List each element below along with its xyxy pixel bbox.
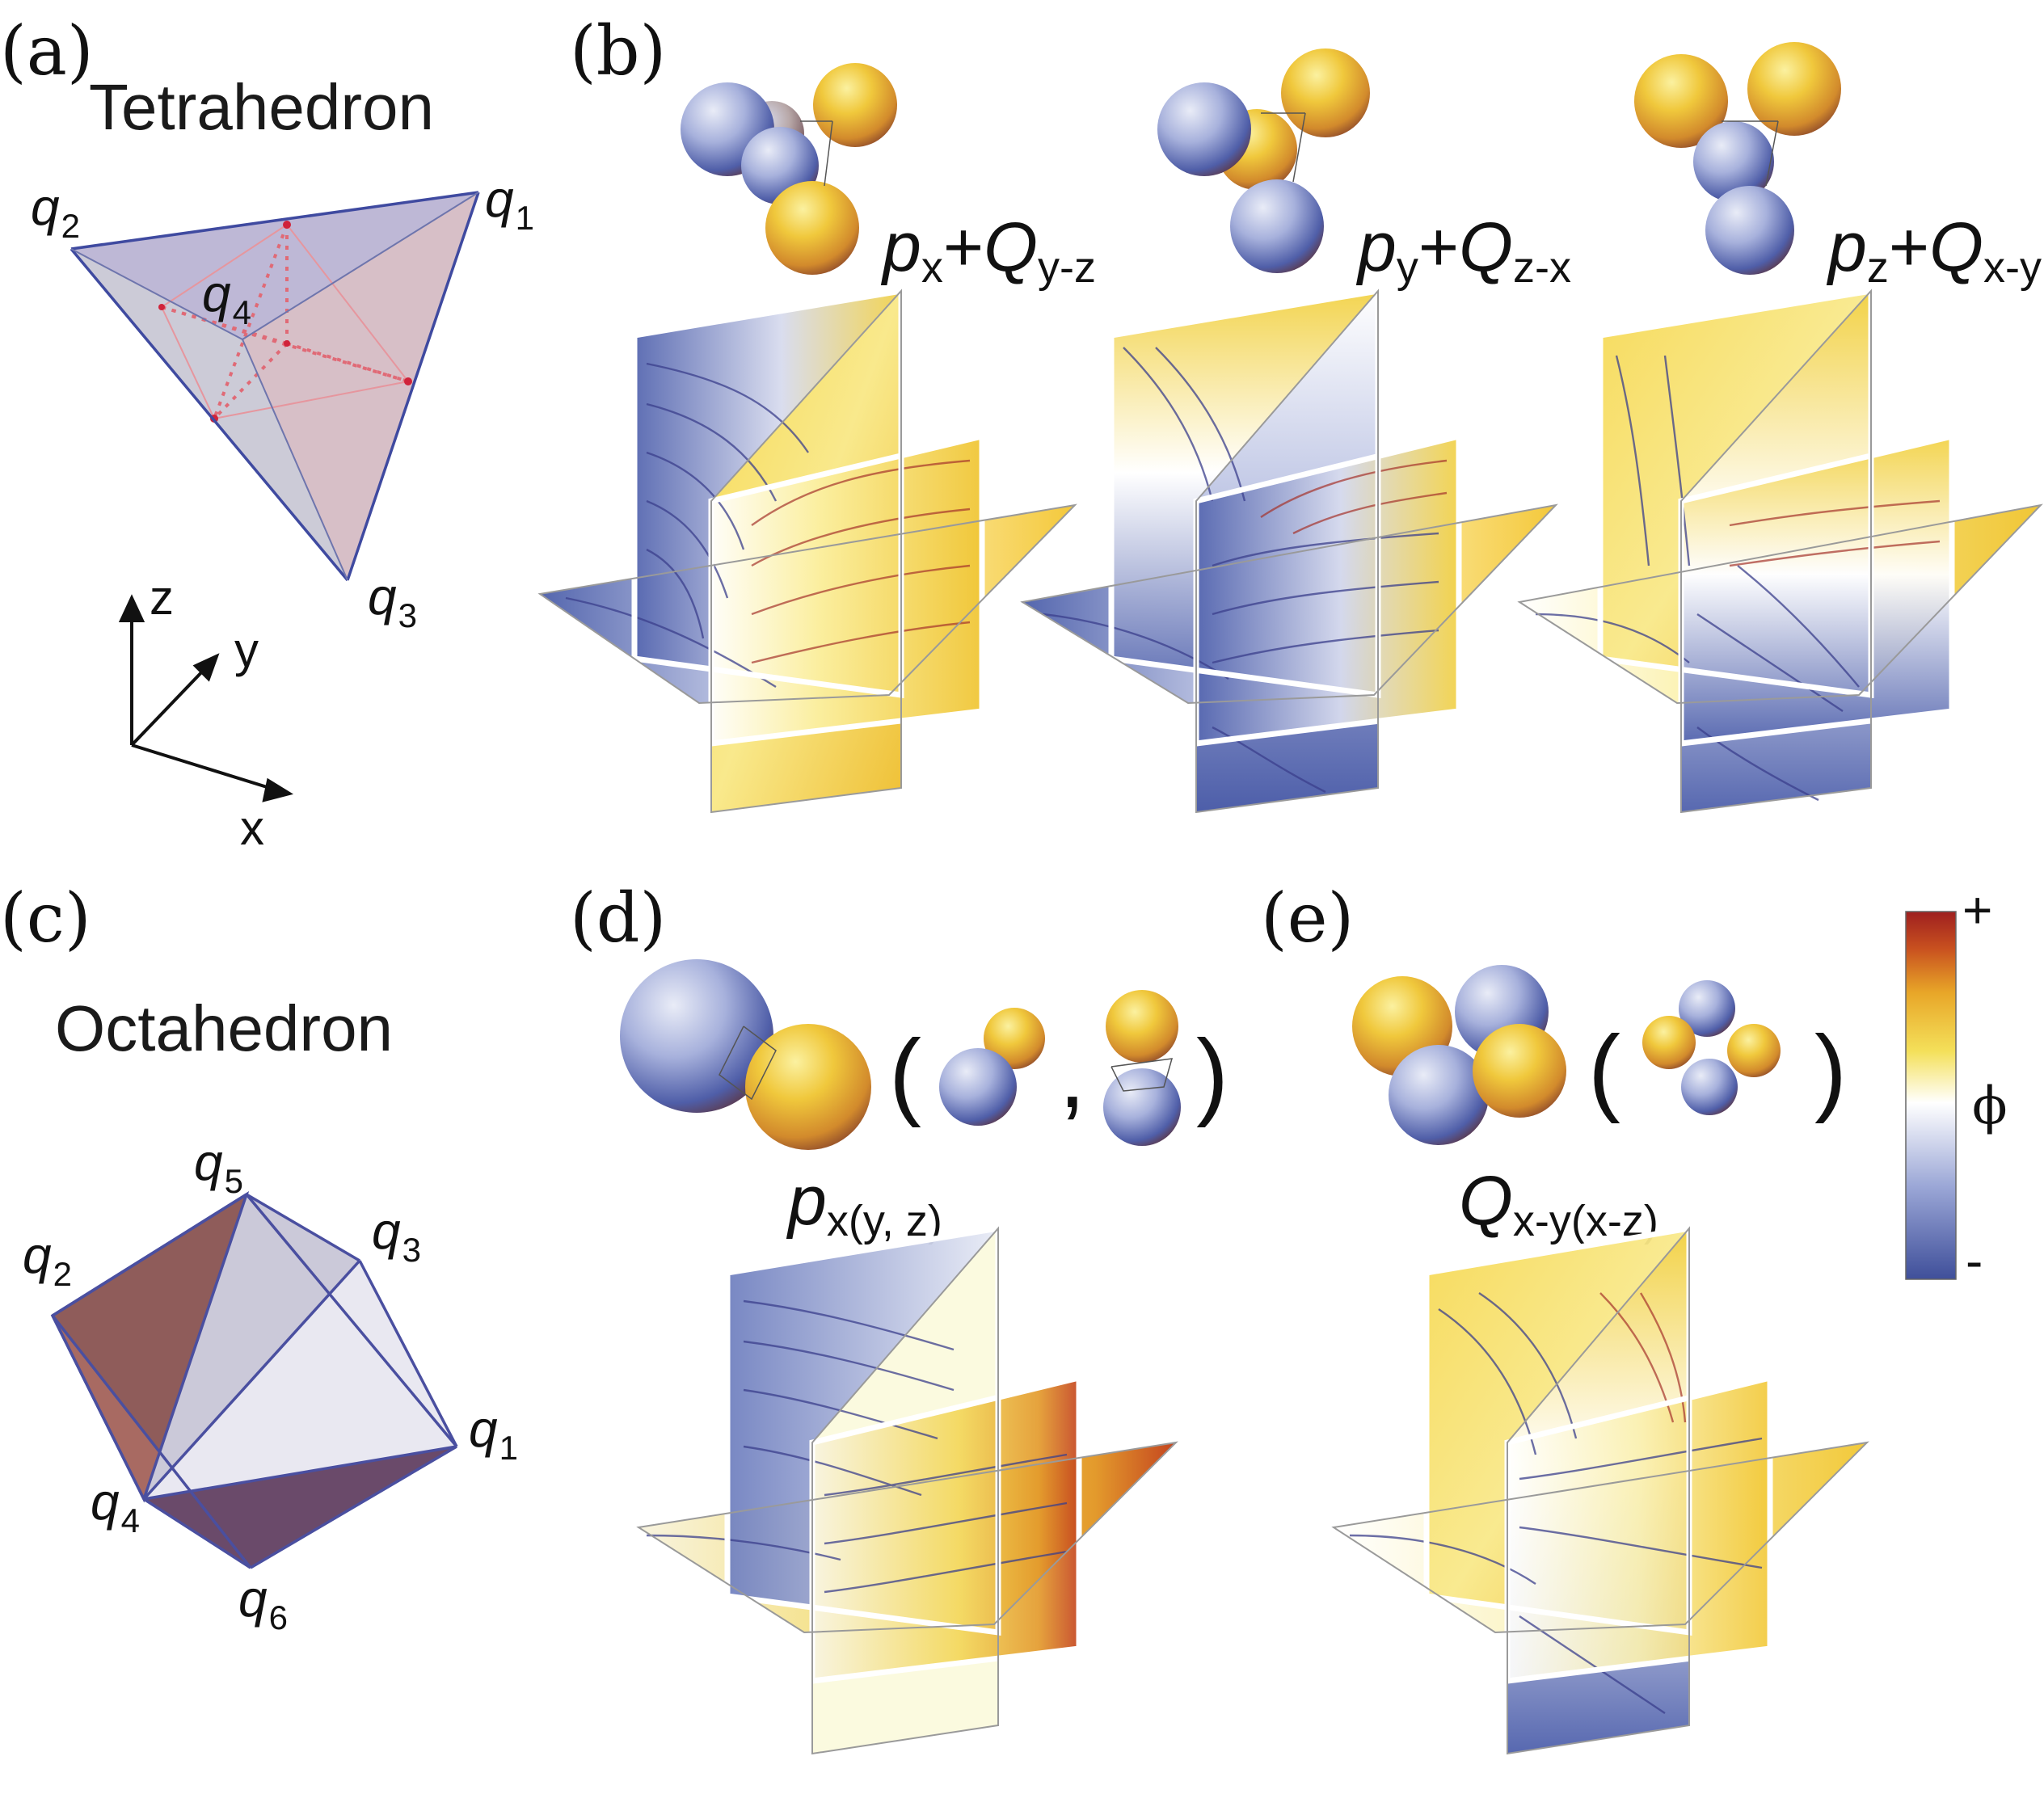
- tetrahedron-diagram: [70, 191, 480, 582]
- vertex-label-oct-q3: q3: [372, 1202, 421, 1269]
- field-planes-3: [1517, 287, 2043, 814]
- octahedron-diagram: [50, 1190, 458, 1569]
- vertex-label-q2: q2: [31, 178, 80, 245]
- orbital-cluster-qxz: [1642, 980, 1781, 1115]
- paren-open-d: (: [889, 1020, 921, 1128]
- axis-label-x: x: [240, 801, 264, 855]
- panel-title-tetrahedron: Tetrahedron: [89, 71, 434, 143]
- panel-c: (c) Octahedron q1 q2: [0, 878, 518, 1636]
- orbital-cluster-px: [620, 959, 871, 1150]
- orbital-cluster-px-qyz: [681, 63, 897, 275]
- svg-text:q4: q4: [202, 264, 251, 331]
- vertex-label-q3: q3: [368, 567, 417, 634]
- panel-label-b: (b): [570, 11, 666, 91]
- paren-close-e: ): [1814, 1016, 1847, 1124]
- panel-label-e: (e): [1261, 878, 1354, 958]
- panel-label-a: (a): [0, 11, 94, 91]
- svg-text:q3: q3: [368, 567, 417, 634]
- field-planes-2: [1020, 287, 1558, 814]
- colorbar-phi-label: ϕ: [1972, 1076, 2008, 1136]
- field-planes-q: [1331, 1224, 1869, 1755]
- formula-px-yz: px(y, z): [786, 1162, 942, 1245]
- colorbar-min-label: -: [1966, 1232, 1983, 1290]
- panel-a: (a) Tetrahedron: [0, 11, 534, 855]
- formula-pz-qxy: pz+Qx-y: [1826, 208, 2042, 292]
- vertex-label-q4: q4: [202, 264, 251, 331]
- formula-px-qyz: px+Qy-z: [880, 208, 1096, 292]
- vertex-label-oct-q1: q1: [469, 1400, 518, 1467]
- orbital-cluster-py: [939, 1008, 1045, 1126]
- field-planes-1: [537, 287, 1077, 814]
- svg-text:q2: q2: [31, 178, 80, 245]
- colorbar-max-label: +: [1962, 881, 1992, 939]
- orbital-cluster-pz: [1103, 990, 1181, 1146]
- panel-b: (b) px+Qy-z py+Qz-x pz+Qx-y: [537, 11, 2043, 814]
- colorbar: + - ϕ: [1905, 881, 2008, 1290]
- orbital-cluster-qxy: [1352, 965, 1566, 1145]
- panel-d: (d) ( , ) px(y, z): [570, 878, 1229, 1755]
- axis-label-z: z: [150, 571, 174, 625]
- panel-label-c: (c): [0, 878, 91, 958]
- panel-title-octahedron: Octahedron: [55, 992, 393, 1064]
- svg-text:q1: q1: [485, 170, 534, 237]
- paren-close-d: ): [1196, 1020, 1229, 1128]
- comma-d: ,: [1059, 1020, 1085, 1128]
- tetrahedron-edges: [70, 191, 480, 582]
- vertex-label-oct-q2: q2: [23, 1226, 72, 1293]
- field-planes-px: [636, 1224, 1178, 1755]
- vertex-label-oct-q6: q6: [238, 1569, 288, 1636]
- orbital-cluster-py-qzx: [1157, 48, 1370, 273]
- panel-e: (e) ( ) Qx-y(x-z): [1261, 878, 1869, 1755]
- vertex-label-oct-q4: q4: [91, 1472, 140, 1539]
- octahedron-edges: [51, 1193, 458, 1569]
- colorbar-gradient: [1905, 911, 1957, 1280]
- formula-py-qzx: py+Qz-x: [1355, 208, 1571, 292]
- orbital-cluster-pz-qxy: [1634, 42, 1841, 275]
- paren-open-e: (: [1588, 1016, 1620, 1124]
- vertex-label-q1: q1: [485, 170, 534, 237]
- vertex-label-oct-q5: q5: [194, 1133, 243, 1200]
- formula-qxy-xz: Qx-y(x-z): [1459, 1162, 1658, 1245]
- panel-label-d: (d): [570, 878, 666, 958]
- coordinate-axes: z y x: [118, 571, 294, 855]
- axis-label-y: y: [234, 623, 259, 677]
